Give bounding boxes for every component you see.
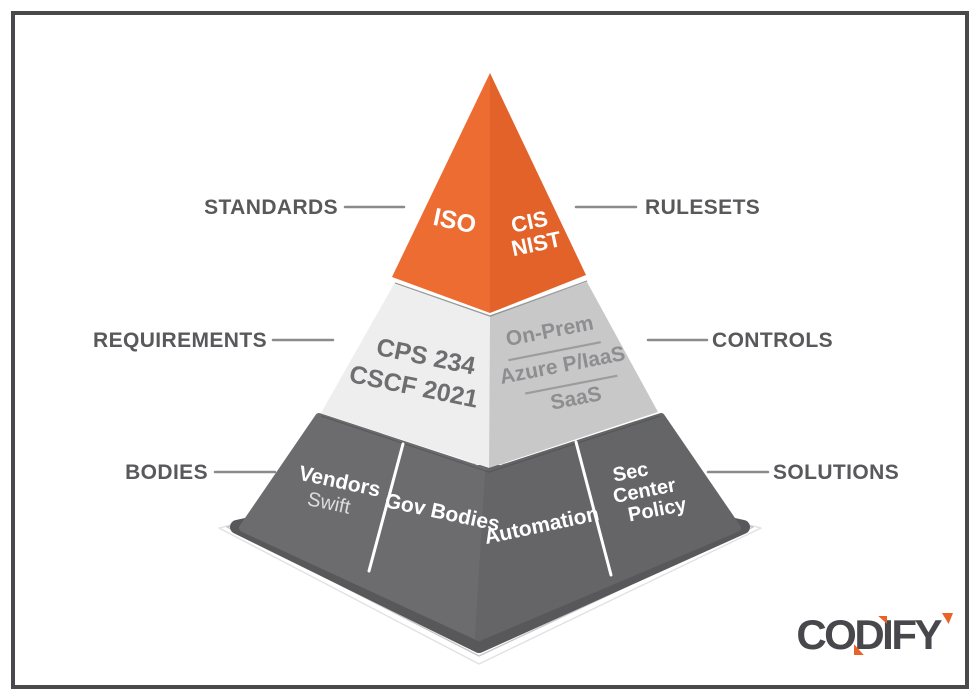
standards-label: STANDARDS (204, 196, 338, 219)
top-tier-right-face (490, 73, 586, 313)
bottom-right-divider (574, 440, 613, 577)
rulesets-label: RULESETS (645, 196, 760, 219)
requirements-label: REQUIREMENTS (93, 329, 267, 352)
logo-accent-d-triangle-icon (853, 644, 864, 655)
codify-logo: CODIFY (796, 613, 953, 656)
logo-accent-y-triangle-icon (942, 613, 953, 624)
codify-logo-text: CODIFY (796, 611, 942, 658)
bodies-label: BODIES (125, 461, 208, 484)
controls-label: CONTROLS (712, 329, 833, 352)
middle-tier-left-face (321, 284, 490, 468)
bottom-tier-right-face (475, 413, 741, 641)
middle-right-separator-1 (508, 341, 601, 362)
sec-center-policy-text-group: Sec Center Policy (611, 458, 689, 526)
solutions-label: SOLUTIONS (773, 461, 899, 484)
bottom-left-divider (367, 442, 405, 573)
logo-accent-i-triangle-icon (878, 616, 888, 624)
seam-middle-bottom (320, 415, 661, 473)
middle-tier-right-face (489, 282, 658, 468)
top-tier-left-face (392, 73, 490, 313)
middle-right-separator-2 (524, 374, 618, 395)
seam-top-middle (394, 280, 588, 317)
